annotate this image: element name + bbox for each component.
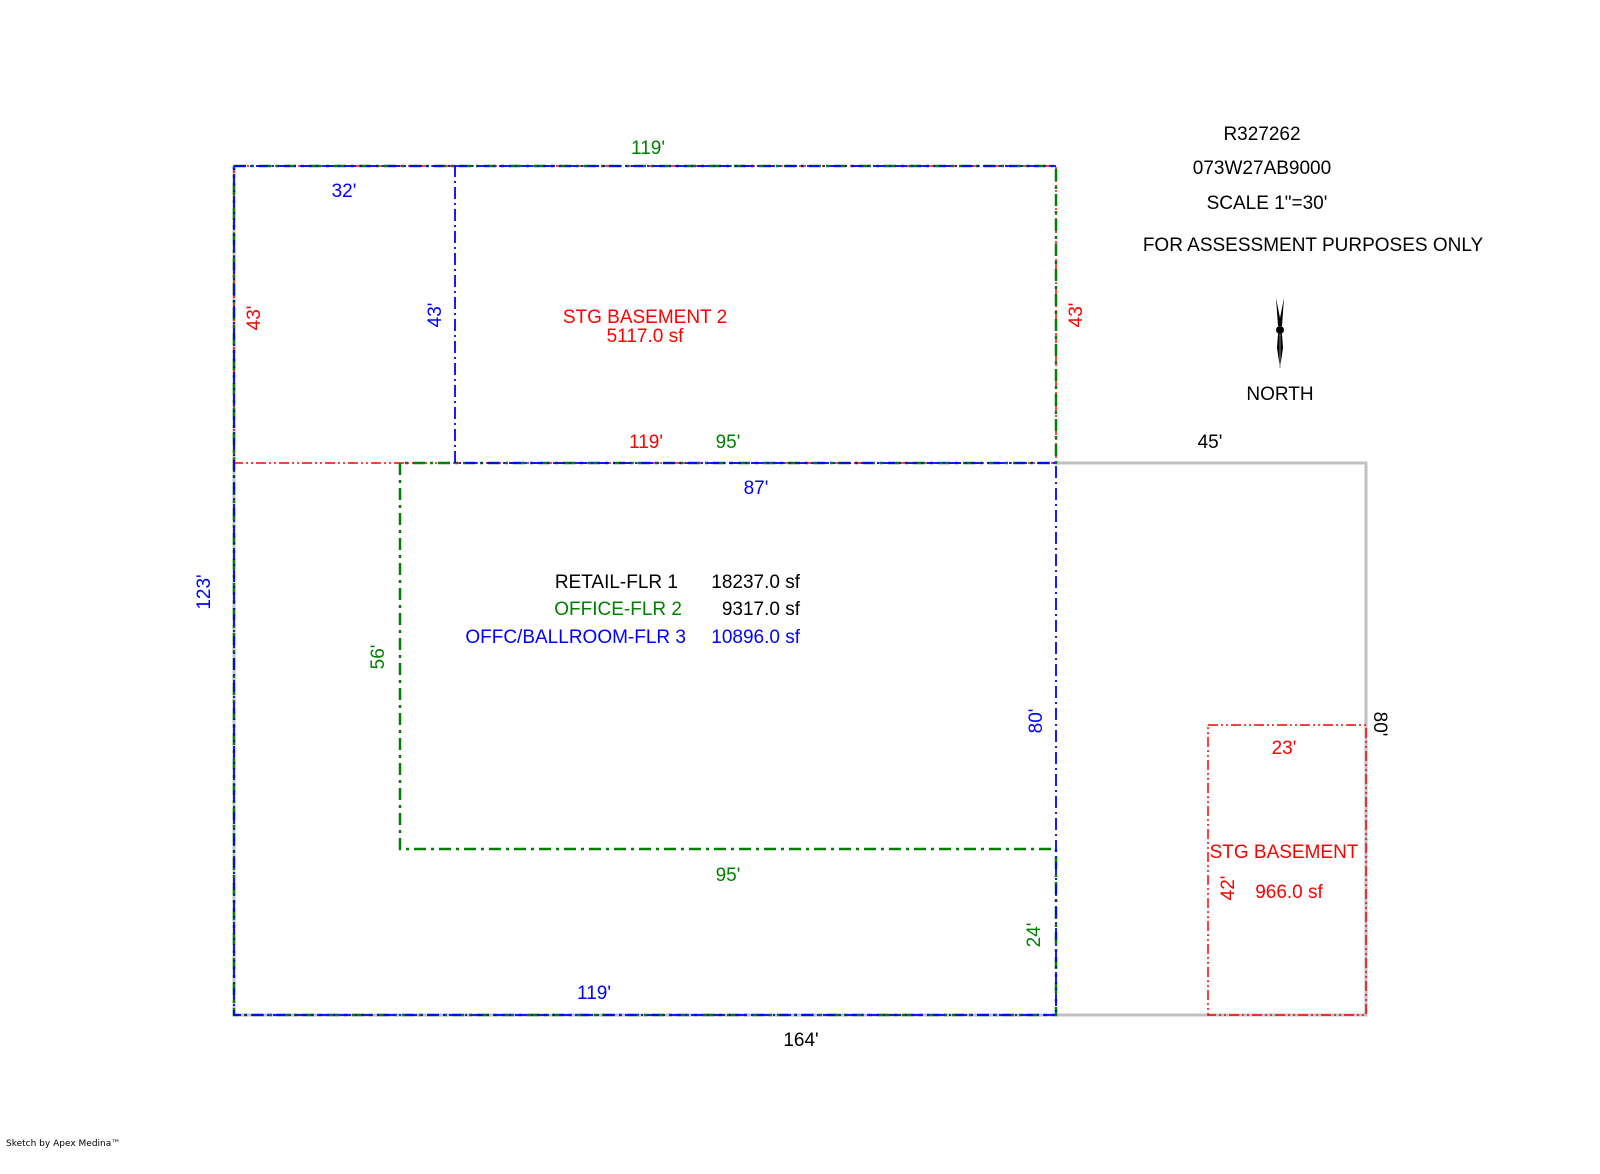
outline-east-wing	[1056, 461, 1368, 1017]
software-credit: Sketch by Apex Medina™	[6, 1139, 121, 1149]
dim-right-43: 43'	[1066, 303, 1087, 328]
map-taxlot: 073W27AB9000	[1193, 158, 1331, 179]
legend-floor2-name: OFFICE-FLR 2	[554, 599, 682, 620]
dim-mid-95: 95'	[716, 432, 741, 453]
legend-floor1-area: 18237.0 sf	[711, 572, 800, 593]
dim-left-56: 56'	[368, 645, 389, 670]
dim-bottom-164: 164'	[783, 1030, 818, 1051]
legend-floor3-area: 10896.0 sf	[711, 627, 800, 648]
dim-inner-43: 43'	[425, 303, 446, 328]
stg-basement-2-area: 5117.0 sf	[607, 326, 684, 347]
legend-floor1-name: RETAIL-FLR 1	[555, 572, 678, 593]
dim-right-80-black: 80'	[1369, 712, 1390, 737]
dim-bsmt-23: 23'	[1272, 738, 1297, 759]
dim-mid-87: 87'	[744, 478, 769, 499]
legend-floor2-area: 9317.0 sf	[722, 599, 801, 620]
stg-basement-2-name: STG BASEMENT 2	[563, 307, 727, 328]
dim-top-119: 119'	[631, 138, 665, 159]
stg-basement-name: STG BASEMENT	[1210, 842, 1359, 863]
dim-mid-119: 119'	[629, 432, 663, 453]
north-label: NORTH	[1246, 384, 1313, 405]
dim-bottom-119: 119'	[577, 983, 611, 1004]
parcel-id: R327262	[1223, 124, 1300, 145]
scale-label: SCALE 1"=30'	[1207, 193, 1328, 214]
dim-left-43: 43'	[244, 306, 265, 331]
building-outline	[232, 166, 1368, 1017]
dim-right-24: 24'	[1024, 923, 1045, 948]
dim-bsmt-42: 42'	[1218, 876, 1239, 901]
office-flr-2-outline	[232, 164, 1058, 1017]
dim-left-123: 123'	[194, 574, 215, 609]
stg-basement-area: 966.0 sf	[1255, 882, 1323, 903]
dim-top-32: 32'	[332, 181, 357, 202]
disclaimer: FOR ASSESSMENT PURPOSES ONLY	[1143, 235, 1484, 256]
stg-basement-outline	[1207, 724, 1367, 1016]
dim-bottom-95: 95'	[716, 865, 741, 886]
offc-ballroom-flr-3-outline	[233, 165, 1057, 1016]
dim-right-80-blue: 80'	[1026, 709, 1047, 734]
dim-right-45: 45'	[1198, 432, 1223, 453]
legend-floor3-name: OFFC/BALLROOM-FLR 3	[465, 627, 686, 648]
north-arrow-icon	[1276, 298, 1284, 368]
